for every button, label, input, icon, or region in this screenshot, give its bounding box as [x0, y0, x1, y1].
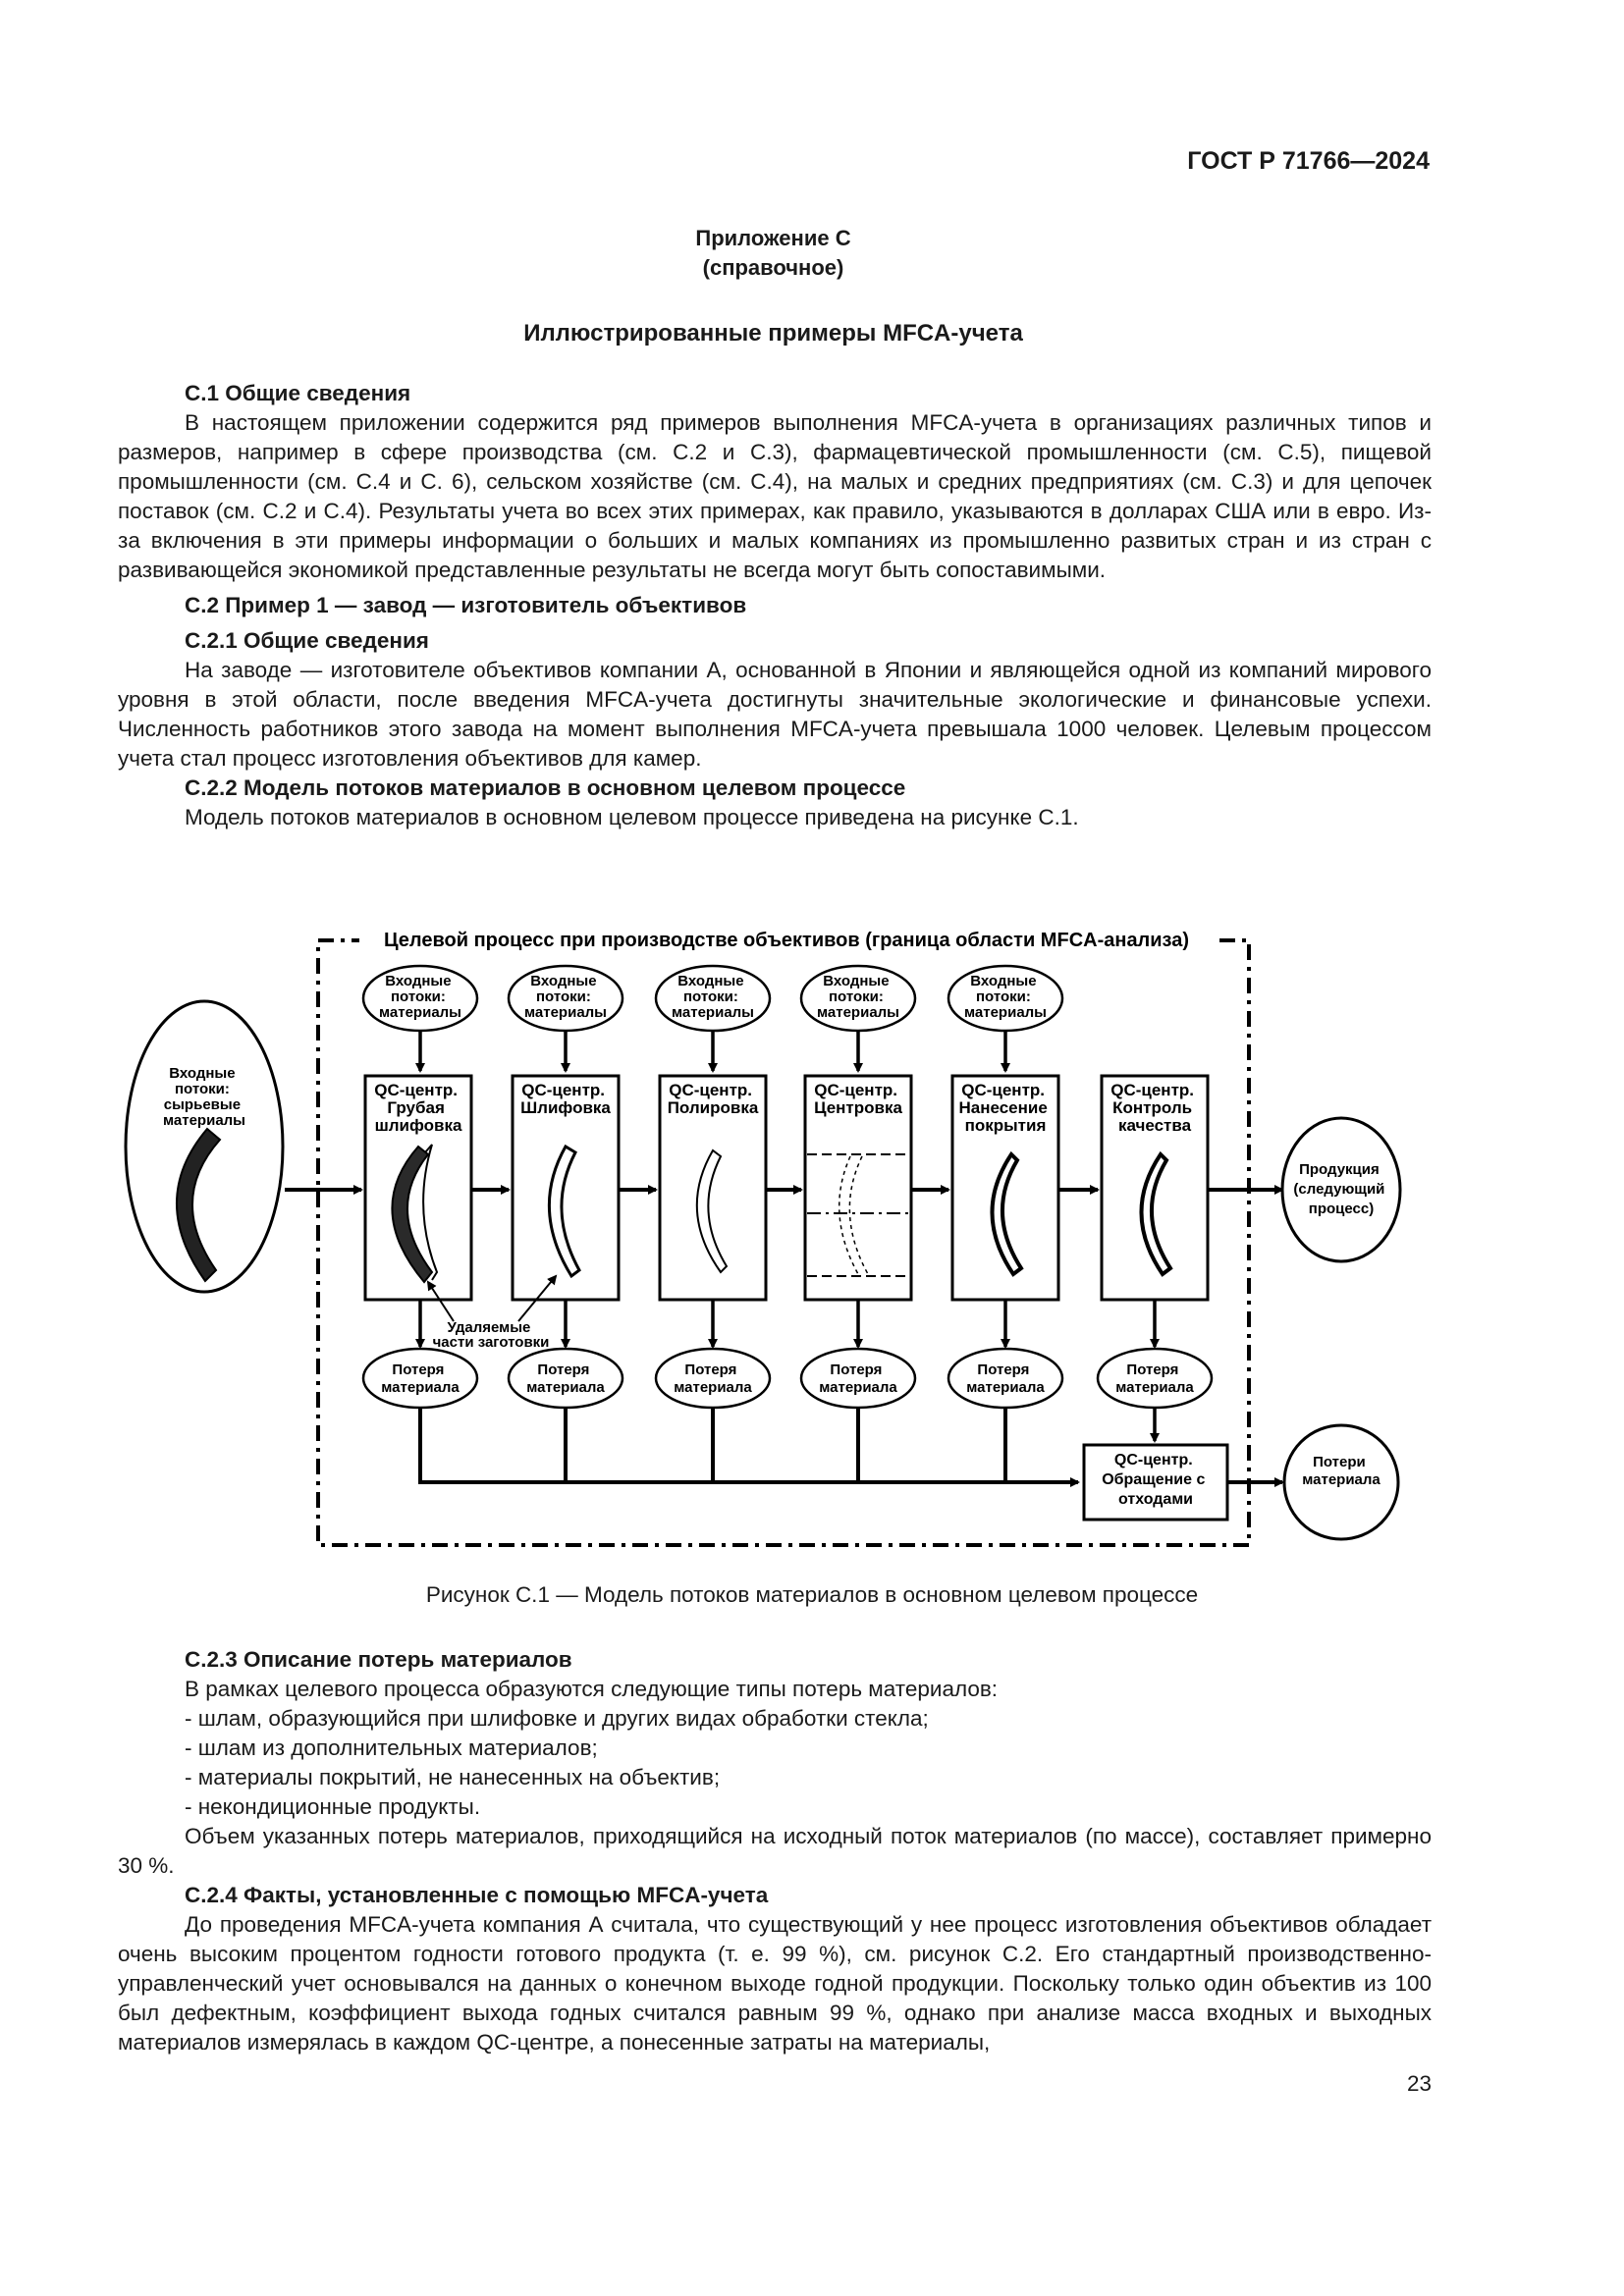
- svg-text:QC-центр. Обращение с: QC-центр. Обращение с отходами: [1102, 1452, 1210, 1508]
- input-ellipse: Входные потоки: материалы: [654, 964, 772, 1073]
- paragraph-c22: Модель потоков материалов в основном цел…: [185, 805, 1079, 829]
- svg-text:Входные потоки:: Входные потоки: материалы: [817, 973, 899, 1021]
- appendix-subtitle: (справочное): [702, 255, 844, 280]
- lens-icon: [1139, 1150, 1173, 1277]
- losses-group: Потеря материала Потеря материала Потеря…: [361, 1300, 1214, 1410]
- main-title: Иллюстрированные примеры MFCA-учета: [523, 320, 1023, 347]
- section-heading-c2: С.2 Пример 1 — завод — изготовитель объе…: [185, 593, 747, 617]
- list-item: - некондиционные продукты.: [185, 1794, 481, 1819]
- svg-text:Потеря материала: Потеря материала: [381, 1362, 460, 1396]
- input-ellipse: Входные потоки: материалы: [361, 964, 479, 1073]
- final-loss-ellipse: [1282, 1423, 1400, 1541]
- qc-center-polishing: QC-центр. Полировка: [658, 1074, 768, 1302]
- svg-text:Потеря материала: Потеря материала: [966, 1362, 1045, 1396]
- loss-ellipse: Потеря материала: [1096, 1300, 1214, 1410]
- lens-icon: [547, 1144, 581, 1279]
- section-heading-c23: С.2.3 Описание потерь материалов: [185, 1647, 572, 1672]
- paragraph-c23: Объем указанных потерь материалов, прихо…: [118, 1824, 1432, 1878]
- inputs-group: Входные потоки: материалы Входные потоки…: [361, 964, 1064, 1073]
- lens-blank-icon: [391, 1145, 434, 1284]
- svg-text:Потеря материала: Потеря материала: [674, 1362, 752, 1396]
- loss-ellipse: Потеря материала: [361, 1300, 479, 1410]
- svg-text:Входные потоки:: Входные потоки: материалы: [672, 973, 754, 1021]
- svg-text:QC-центр. Контроль: QC-центр. Контроль качества: [1110, 1081, 1199, 1135]
- paragraph-c24: До проведения MFCA-учета компания А счит…: [118, 1912, 1432, 2055]
- svg-text:QC-центр. Нанесение: QC-центр. Нанесение покрытия: [958, 1081, 1052, 1135]
- waste-collection-lines: [418, 1408, 1160, 1487]
- list-item: - шлам, образующийся при шлифовке и друг…: [185, 1706, 929, 1731]
- qc-center-centering: QC-центр. Центровка: [803, 1074, 913, 1302]
- qc-center-grinding: QC-центр. Шлифовка: [511, 1074, 621, 1302]
- input-ellipse: Входные потоки: материалы: [799, 964, 917, 1073]
- removed-parts-annotation: Удаляемые части заготовки: [426, 1274, 558, 1351]
- section-heading-c21: С.2.1 Общие сведения: [185, 628, 429, 653]
- svg-text:Входные потоки:: Входные потоки: материалы: [379, 973, 461, 1021]
- svg-text:Потеря материала: Потеря материала: [1115, 1362, 1194, 1396]
- svg-text:Входные потоки:: Входные потоки: материалы: [964, 973, 1047, 1021]
- section-heading-c24: С.2.4 Факты, установленные с помощью MFC…: [185, 1883, 769, 1907]
- section-heading-c1: С.1 Общие сведения: [185, 381, 411, 405]
- text-block-bottom: С.2.3 Описание потерь материалов В рамка…: [118, 1645, 1432, 2057]
- appendix-title: Приложение С: [695, 226, 851, 250]
- svg-text:Удаляемые части загото: Удаляемые части заготовки: [433, 1319, 550, 1351]
- appendix-heading: Приложение С (справочное): [0, 224, 1546, 283]
- lens-icon: [695, 1148, 729, 1274]
- raw-blank-icon: [176, 1127, 222, 1283]
- product-label: Продукция (следующий процесс): [1293, 1161, 1388, 1217]
- svg-text:QC-центр. Шлифовка: QC-центр. Шлифовка: [520, 1081, 611, 1117]
- text-block-top: С.1 Общие сведения В настоящем приложени…: [118, 379, 1432, 832]
- standard-number: ГОСТ Р 71766—2024: [1187, 147, 1430, 175]
- loss-ellipse: Потеря материала: [654, 1300, 772, 1410]
- svg-text:Потеря материала: Потеря материала: [819, 1362, 897, 1396]
- figure-caption: Рисунок С.1 — Модель потоков материалов …: [425, 1582, 1199, 1607]
- loss-ellipse: Потеря материала: [507, 1300, 624, 1410]
- svg-text:QC-центр. Грубая: QC-центр. Грубая шлифовка: [374, 1081, 462, 1135]
- lens-icon: [990, 1150, 1024, 1277]
- input-ellipse: Входные потоки: материалы: [947, 964, 1064, 1073]
- material-flow-diagram: Целевой процесс при производстве объекти…: [124, 930, 1402, 1547]
- svg-text:QC-центр. Центровка: QC-центр. Центровка: [814, 1081, 902, 1117]
- input-ellipse: Входные потоки: материалы: [507, 964, 624, 1073]
- loss-ellipse: Потеря материала: [799, 1300, 917, 1410]
- paragraph-c21: На заводе — изготовителе объективов комп…: [118, 658, 1432, 771]
- qc-center-quality-control: QC-центр. Контроль качества: [1100, 1074, 1210, 1302]
- raw-input-label: Входные потоки: сырьевые материалы: [163, 1065, 245, 1129]
- paragraph-c1: В настоящем приложении содержится ряд пр…: [118, 410, 1432, 582]
- boundary-label: Целевой процесс при производстве объекти…: [384, 930, 1189, 951]
- list-item: - материалы покрытий, не нанесенных на о…: [185, 1765, 721, 1789]
- product-ellipse: [1280, 1116, 1402, 1263]
- qc-center-coating: QC-центр. Нанесение покрытия: [950, 1074, 1060, 1302]
- loss-ellipse: Потеря материала: [947, 1300, 1064, 1410]
- svg-text:Входные потоки:: Входные потоки: материалы: [524, 973, 607, 1021]
- qc-centers: QC-центр. Грубая шлифовка QC-центр. Шлиф…: [363, 1074, 1210, 1302]
- qc-center-waste-handling: QC-центр. Обращение с отходами: [1082, 1443, 1229, 1522]
- qc-center-rough-grinding: QC-центр. Грубая шлифовка: [363, 1074, 473, 1302]
- page-number: 23: [1406, 2071, 1432, 2096]
- svg-text:Потеря материала: Потеря материала: [526, 1362, 605, 1396]
- svg-text:QC-центр. Полировка: QC-центр. Полировка: [668, 1081, 759, 1117]
- paragraph-c23-intro: В рамках целевого процесса образуются сл…: [185, 1677, 999, 1701]
- list-item: - шлам из дополнительных материалов;: [185, 1735, 598, 1760]
- final-loss-label: Потери материала: [1302, 1454, 1380, 1488]
- section-heading-c22: С.2.2 Модель потоков материалов в основн…: [185, 775, 906, 800]
